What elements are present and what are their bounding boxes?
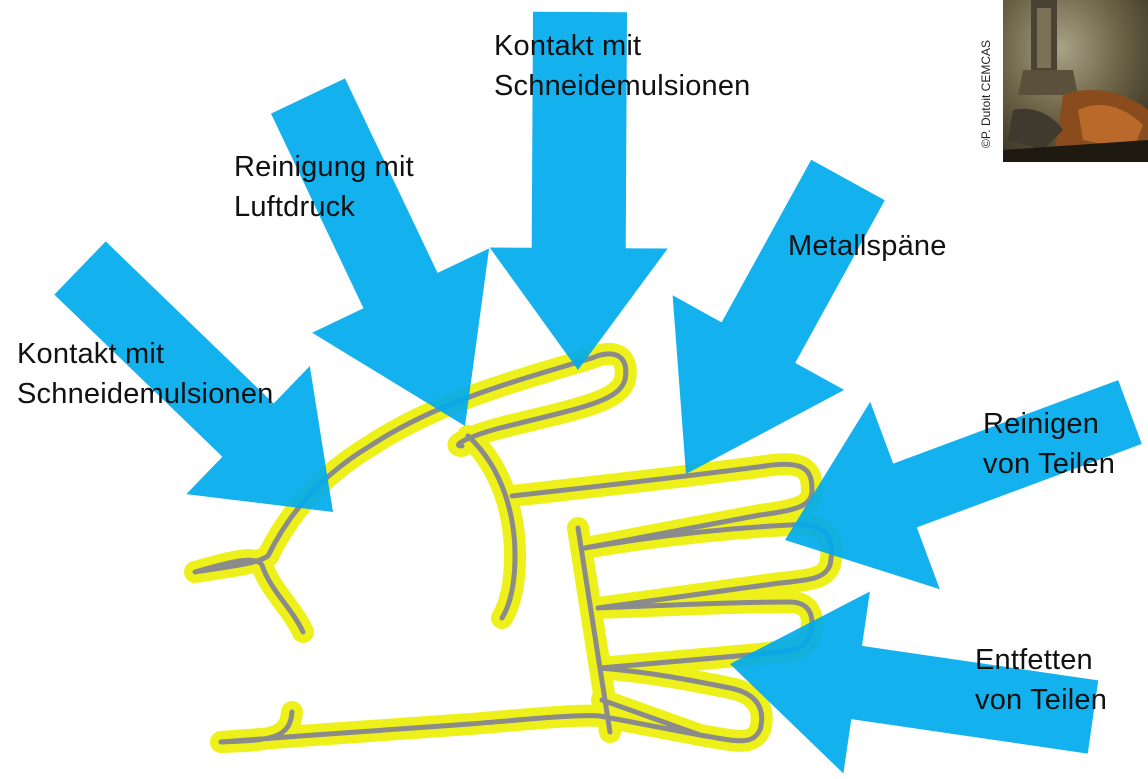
label-air-cleaning: Reinigung mit Luftdruck xyxy=(234,147,414,227)
label-left-contact-line1: Kontakt mit xyxy=(17,334,274,374)
machining-worker-photo xyxy=(1003,0,1148,162)
label-metal-chips: Metallspäne xyxy=(788,226,947,266)
label-left-contact: Kontakt mit Schneidemulsionen xyxy=(17,334,274,414)
label-metal-chips-line1: Metallspäne xyxy=(788,226,947,266)
label-degreasing-parts-line2: von Teilen xyxy=(975,680,1107,720)
label-cleaning-parts-line1: Reinigen xyxy=(983,404,1115,444)
photo-credit: ©P. Dutoit CEMCAS xyxy=(976,2,996,150)
label-top-contact-line1: Kontakt mit xyxy=(494,26,751,66)
arrow-metal-chips xyxy=(673,160,885,474)
label-top-contact-line2: Schneidemulsionen xyxy=(494,66,751,106)
label-cleaning-parts: Reinigen von Teilen xyxy=(983,404,1115,484)
label-cleaning-parts-line2: von Teilen xyxy=(983,444,1115,484)
label-air-cleaning-line1: Reinigung mit xyxy=(234,147,414,187)
label-air-cleaning-line2: Luftdruck xyxy=(234,187,414,227)
label-degreasing-parts: Entfetten von Teilen xyxy=(975,640,1107,720)
label-left-contact-line2: Schneidemulsionen xyxy=(17,374,274,414)
label-top-contact: Kontakt mit Schneidemulsionen xyxy=(494,26,751,106)
svg-text:©P. Dutoit CEMCAS: ©P. Dutoit CEMCAS xyxy=(979,40,993,148)
label-degreasing-parts-line1: Entfetten xyxy=(975,640,1107,680)
